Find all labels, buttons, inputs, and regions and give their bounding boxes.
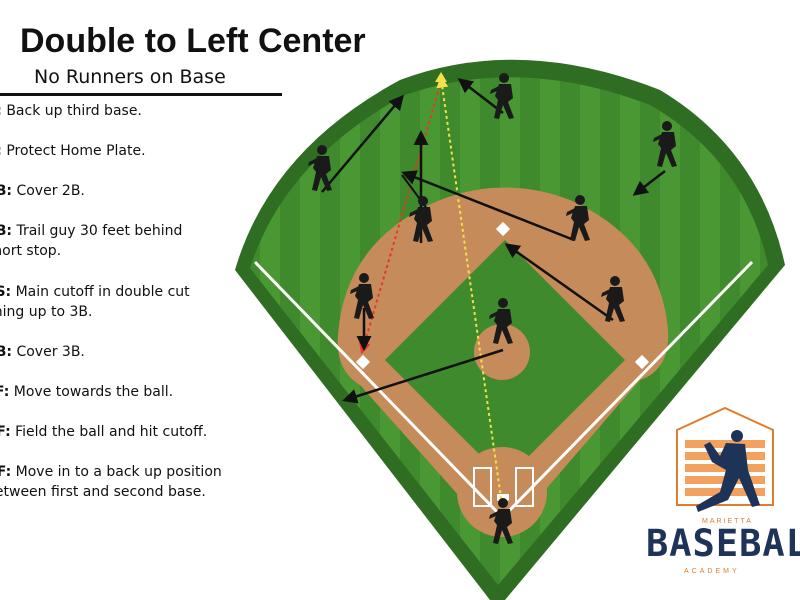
role-position: CF: bbox=[0, 424, 11, 440]
role-text: Move towards the ball. bbox=[13, 384, 174, 400]
throw-line-red bbox=[358, 74, 444, 355]
role-text: Field the ball and hit cutoff. bbox=[15, 424, 208, 440]
role-item-right-field: RF: Move in to a back up position between… bbox=[0, 462, 236, 502]
role-position: LF: bbox=[0, 384, 10, 400]
role-text: Cover 2B. bbox=[16, 183, 85, 199]
role-position: SS: bbox=[0, 284, 12, 300]
ball-marker bbox=[435, 72, 447, 82]
first-base bbox=[634, 354, 650, 370]
role-position: 2B: bbox=[0, 223, 13, 239]
home-plate-circle bbox=[457, 447, 547, 537]
role-text: Main cutoff in double cut bbox=[15, 284, 190, 300]
role-item-center-field: CF: Field the ball and hit cutoff. bbox=[0, 422, 236, 442]
role-text-cont: lining up to 3B. bbox=[0, 304, 93, 320]
logo-bottom-text: ACADEMY bbox=[684, 568, 740, 575]
role-item-pitcher: P: Back up third base. bbox=[0, 101, 236, 121]
logo-top-text: MARIETTA bbox=[702, 518, 753, 525]
role-text: Back up third base. bbox=[6, 103, 142, 119]
title-underline bbox=[0, 93, 282, 96]
second-base bbox=[495, 221, 511, 237]
role-text-cont: short stop. bbox=[0, 243, 62, 259]
first-base-foul-line bbox=[503, 260, 754, 517]
batters-box-left bbox=[473, 467, 492, 507]
role-position: 1B: bbox=[0, 183, 13, 199]
third-base bbox=[355, 354, 371, 370]
role-item-shortstop: SS: Main cutoff in double cut lining up t… bbox=[0, 282, 236, 322]
role-text: Cover 3B. bbox=[16, 344, 85, 360]
role-position: C: bbox=[0, 143, 2, 159]
role-text-cont: between first and second base. bbox=[0, 484, 206, 500]
logo-main-text: BASEBALL bbox=[646, 522, 800, 565]
academy-logo-icon bbox=[676, 406, 774, 512]
role-position: 3B: bbox=[0, 344, 13, 360]
role-item-third-base: 3B: Cover 3B. bbox=[0, 342, 236, 362]
page-subtitle: No Runners on Base bbox=[34, 66, 226, 88]
role-text: Trail guy 30 feet behind bbox=[16, 223, 183, 239]
role-item-catcher: C: Protect Home Plate. bbox=[0, 141, 236, 161]
batters-box-right bbox=[515, 467, 534, 507]
role-position: P: bbox=[0, 103, 2, 119]
role-position: RF: bbox=[0, 464, 12, 480]
pitchers-mound bbox=[474, 324, 530, 380]
role-text: Protect Home Plate. bbox=[6, 143, 146, 159]
page-title: Double to Left Center bbox=[20, 22, 366, 60]
role-item-second-base: 2B: Trail guy 30 feet behind short stop. bbox=[0, 221, 236, 261]
role-text: Move in to a back up position bbox=[15, 464, 222, 480]
role-item-first-base: 1B: Cover 2B. bbox=[0, 181, 236, 201]
movement-arrows bbox=[321, 78, 666, 404]
role-item-left-field: LF: Move towards the ball. bbox=[0, 382, 236, 402]
